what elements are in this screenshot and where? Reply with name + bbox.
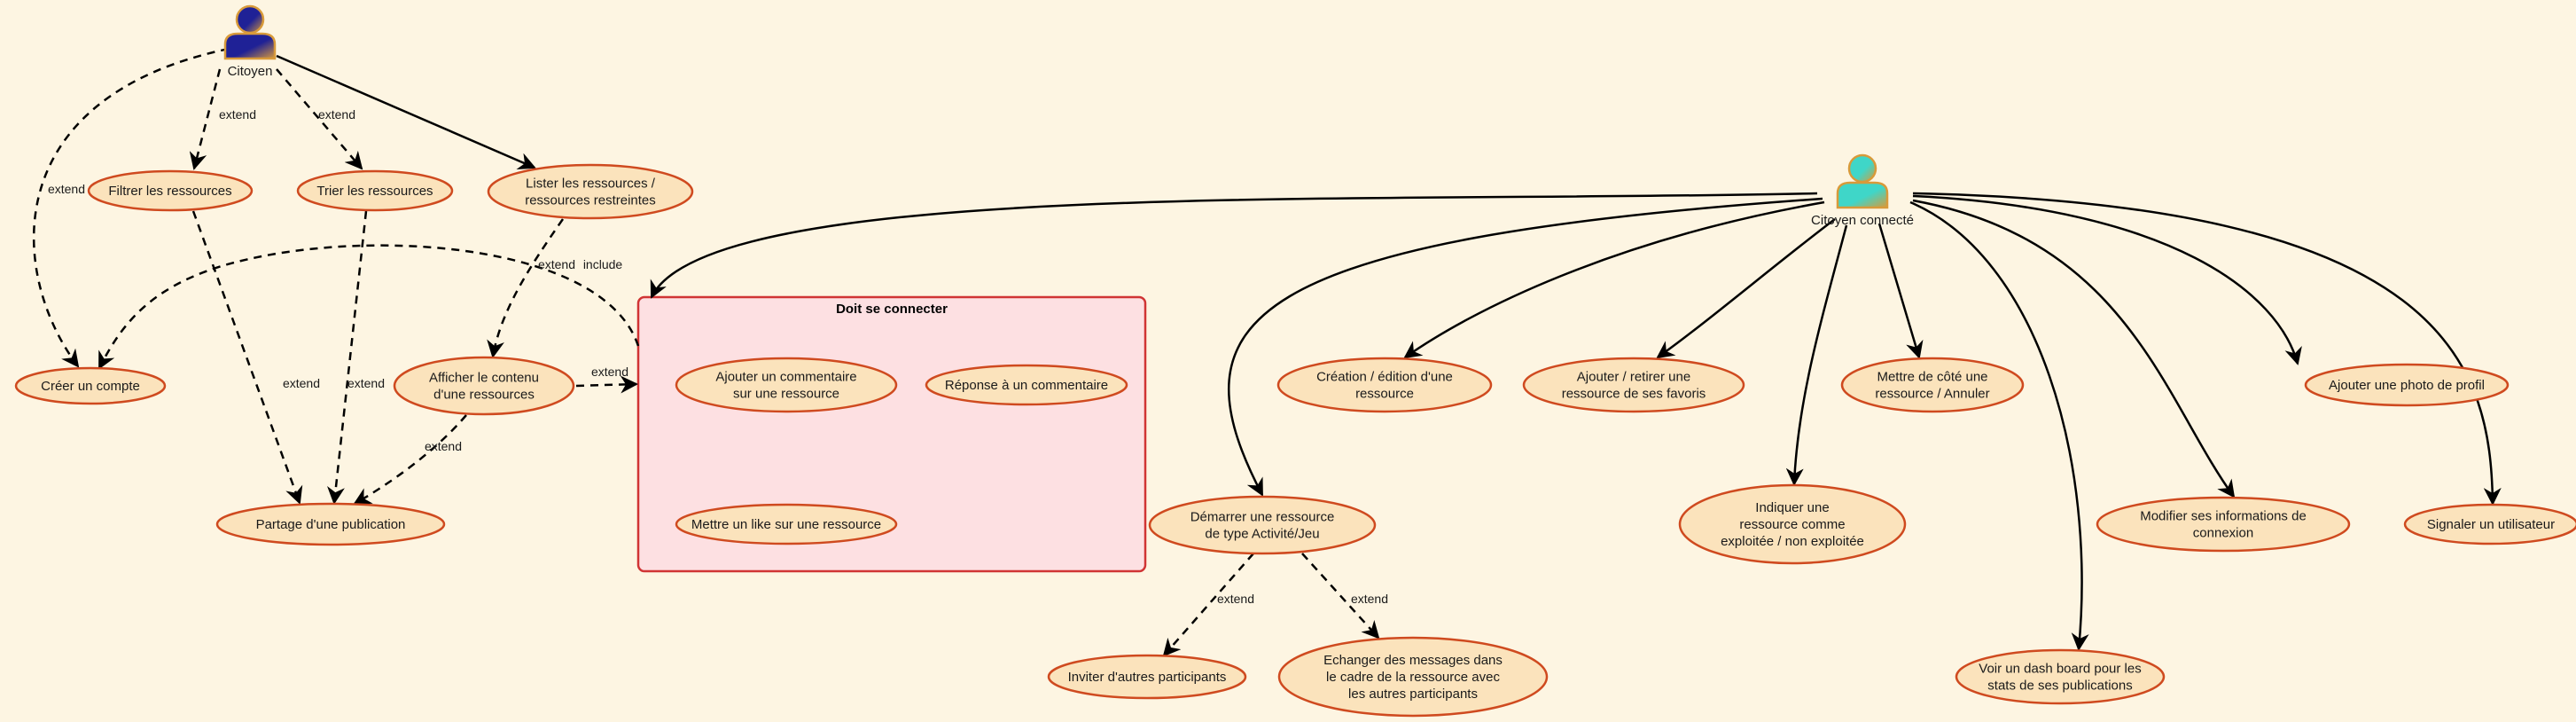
usecase-demarrer[interactable] [1148,495,1377,555]
usecase-reponse[interactable] [925,364,1128,406]
usecase-label: Ajouter / retirer une [1577,370,1690,385]
usecase-label: Créer un compte [41,379,140,394]
usecase-label: Démarrer une ressource [1190,510,1335,525]
relation-citoyen_connecte-demarrer [1228,197,1823,497]
usecase-label: les autres participants [1348,687,1478,702]
actor-citoyen[interactable]: Citoyen [223,4,277,79]
usecase-label: Mettre de côté une [1877,370,1987,385]
usecase-label: sur une ressource [733,387,839,402]
relation-citoyen_connecte-modifier [1912,199,2236,498]
usecase-echanger[interactable] [1277,636,1549,718]
relation-citoyen_connecte-signaler [1912,192,2502,506]
usecase-inviter[interactable] [1047,654,1247,700]
relation-doit_se_connecter-creer_compte [98,244,640,370]
usecase-lister[interactable] [487,163,694,220]
usecase-filtrer[interactable] [87,169,254,212]
usecase-label: ressource [1355,387,1414,402]
relation-lister-afficher [487,218,565,358]
usecase-indiquer[interactable] [1678,483,1907,565]
relation-citoyen_connecte-dashboard [1909,200,2089,651]
usecase-label: ressources restreintes [525,193,656,208]
usecase-label: Lister les ressources / [526,177,656,192]
usecase-label: Signaler un utilisateur [2427,517,2555,532]
usecase-label: Modifier ses informations de [2140,509,2307,524]
relation-citoyen_connecte-mettre_cote [1877,223,1924,359]
usecase-label: d'une ressources [433,388,535,403]
relation-label-extend: extend [538,257,575,271]
usecase-label: de type Activité/Jeu [1205,527,1319,542]
usecase-label: Voir un dash board pour les [1979,662,2141,677]
usecase-label: Filtrer les ressources [108,184,231,199]
usecase-label: Inviter d'autres participants [1068,670,1227,685]
usecase-label: ressource comme [1739,517,1845,532]
usecase-dashboard[interactable] [1955,648,2166,705]
usecase-modifier[interactable] [2096,496,2351,553]
relation-demarrer-echanger [1301,553,1380,640]
relation-citoyen_connecte-favoris [1656,218,1836,359]
usecase-trier[interactable] [296,169,454,212]
relation-afficher-partage [353,414,467,506]
usecase-partage[interactable] [215,502,446,546]
usecase-label: Echanger des messages dans [1323,653,1503,668]
usecase-photo[interactable] [2304,363,2510,407]
usecase-label: le cadre de la ressource avec [1326,670,1500,685]
usecase-favoris[interactable] [1522,357,1745,413]
relation-citoyen_connecte-indiquer [1785,224,1848,486]
relation-label-include: include [583,257,623,271]
relation-label-extend: extend [1351,592,1388,606]
relation-label-extend: extend [1217,592,1254,606]
usecase-label: ressource de ses favoris [1562,387,1706,402]
relation-citoyen-creer_compte [33,47,230,368]
relation-citoyen-filtrer [189,68,222,170]
relation-label-extend: extend [425,439,462,453]
relation-label-extend: extend [591,365,628,379]
person-icon [1836,153,1889,209]
usecase-label: Création / édition d'une [1316,370,1453,385]
relation-label-extend: extend [347,376,385,390]
usecase-like[interactable] [675,503,898,545]
usecase-label: connexion [2193,526,2253,541]
usecase-creation[interactable] [1276,357,1493,413]
usecase-ajouter_commentaire[interactable] [675,357,898,413]
usecase-label: Mettre un like sur une ressource [691,517,881,532]
usecase-label: stats de ses publications [1987,679,2132,694]
actor-label: Citoyen connecté [1811,213,1914,228]
usecase-creer_compte[interactable] [14,366,167,405]
person-icon [223,4,277,60]
usecase-label: Partage d'une publication [256,517,406,532]
usecase-label: ressource / Annuler [1875,387,1989,402]
usecase-label: Trier les ressources [316,184,433,199]
usecase-label: Ajouter un commentaire [715,370,856,385]
relation-filtrer-partage [191,210,303,505]
usecase-label: Afficher le contenu [429,371,539,386]
relation-citoyen-trier [276,68,363,170]
relation-afficher-doit_se_connecter [575,375,638,394]
actor-citoyen_connecte[interactable]: Citoyen connecté [1811,153,1914,228]
relation-label-extend: extend [219,107,256,122]
relation-citoyen_connecte-creation [1403,200,1825,359]
relation-label-extend: extend [48,182,85,196]
usecase-label: Indiquer une [1755,500,1829,515]
usecase-mettre_cote[interactable] [1840,357,2025,413]
usecase-label: Ajouter une photo de profil [2329,378,2485,393]
relation-citoyen_connecte-doit_se_connecter [650,192,1818,299]
relation-citoyen_connecte-photo [1912,194,2302,365]
relation-trier-partage [327,210,368,505]
usecase-label: Réponse à un commentaire [945,378,1108,393]
relation-label-extend: extend [318,107,355,122]
relation-citoyen-lister [276,54,536,170]
package-title: Doit se connecter [836,302,948,317]
usecase-signaler[interactable] [2403,503,2576,545]
usecase-label: exploitée / non exploitée [1721,534,1864,549]
actor-label: Citoyen [228,64,273,79]
usecase-afficher[interactable] [393,356,575,416]
relation-label-extend: extend [283,376,320,390]
